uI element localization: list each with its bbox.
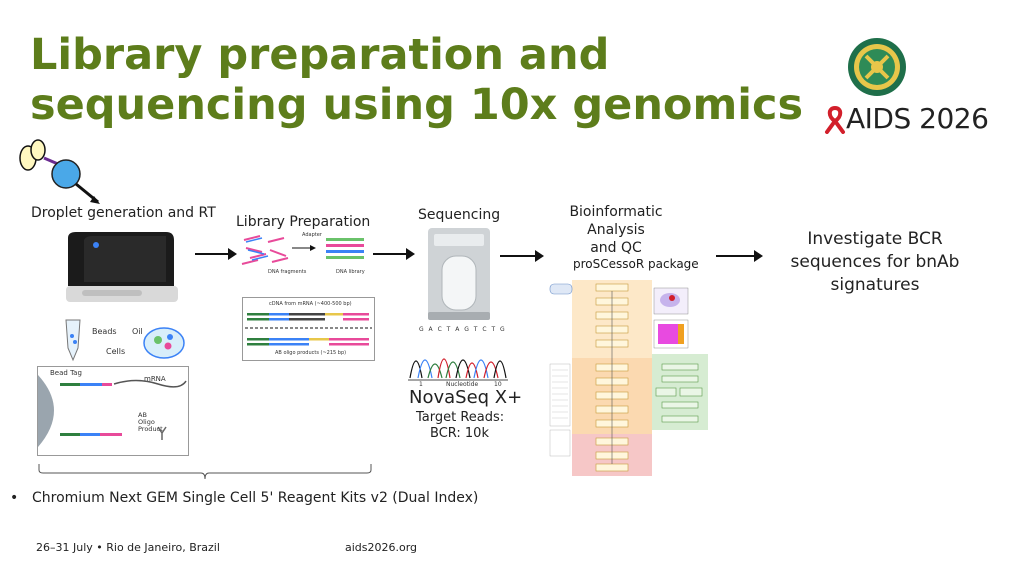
step-library-label: Library Preparation [236,214,371,230]
bead-tag-label: Bead Tag [50,369,82,377]
aids2026-emblem-icon [848,38,906,96]
bcr-reads-label: BCR: 10k [430,426,489,441]
investigate-label: Investigate BCR sequences for bnAb signa… [790,229,960,295]
arrow-to-library [195,248,237,260]
arrow-to-investigate [716,250,763,262]
slide-title: Library preparation and sequencing using… [30,30,804,130]
arrow-to-bioinformatic [500,250,544,262]
aids2026-logo: AIDS 2026 [820,36,995,136]
bead-shape [38,375,54,447]
droplet-icon [143,327,185,359]
beads-label: Beads [92,327,117,336]
step-bioinformatic-label: Bioinformatic Analysis and QC [569,204,663,256]
pipeline-flowchart [548,278,710,478]
dna-fragments-icon [241,235,364,265]
cells-label: Cells [106,347,126,356]
red-ribbon-icon [825,106,845,134]
logo-text: AIDS 2026 [846,102,989,135]
pipeline-flowchart-graphic [549,280,708,476]
target-reads-label: Target Reads: [416,410,505,425]
chromium-controller-image [66,232,178,302]
dna-fragments-label: DNA fragments [268,269,307,275]
mrna-label: mRNA [144,375,166,383]
bullet-icon: • [10,490,19,506]
adapter-label: Adapter [302,232,322,238]
step-droplet-label: Droplet generation and RT [31,205,216,221]
kit-bullet-text: Chromium Next GEM Single Cell 5' Reagent… [32,490,479,506]
dna-library-label: DNA library [336,269,365,275]
axis-end-label: 10 [494,381,502,388]
bead-tag-strands [60,379,187,440]
footer-url[interactable]: aids2026.org [345,541,418,554]
kit-brace [38,464,372,480]
kit-bullet: • Chromium Next GEM Single Cell 5' Reagen… [10,490,478,506]
nucleotide-axis-label: Nucleotide [446,381,479,388]
novaseq-sequencer-image [428,228,490,320]
antibody-bead-icon [19,139,100,204]
ab-oligo-product-label: AB Oligo Product [138,411,163,433]
sequencer-name: NovaSeq X+ [409,387,523,408]
axis-start-label: 1 [419,381,423,388]
beads-oil-cells-diagram: Beads Oil Cells [62,318,192,364]
tube-icon [65,319,81,362]
nucleotide-sequence: G A C T A G T C T G [419,326,507,333]
bead-tag-schematic: Bead Tag mRNA AB Oligo Product [37,366,189,456]
dna-fragments-figure: Adapter DNA fragments DNA library [240,232,370,276]
chromatogram: G A C T A G T C T G 1 Nucleotide 10 [408,326,508,388]
cdna-label: cDNA from mRNA (~400-500 bp) [269,301,352,307]
ab-oligo-products-label: AB oligo products (~215 bp) [275,350,347,356]
chromatogram-peaks [408,358,508,381]
package-label: proSCessoR package [573,257,699,271]
library-products-strands [245,313,372,346]
oil-label: Oil [132,327,143,336]
footer-dates: 26–31 July • Rio de Janeiro, Brazil [36,541,220,554]
arrow-to-sequencing [373,248,415,260]
step-sequencing-label: Sequencing [418,207,501,223]
library-products-box: cDNA from mRNA (~400-500 bp) AB oligo pr… [242,297,375,361]
